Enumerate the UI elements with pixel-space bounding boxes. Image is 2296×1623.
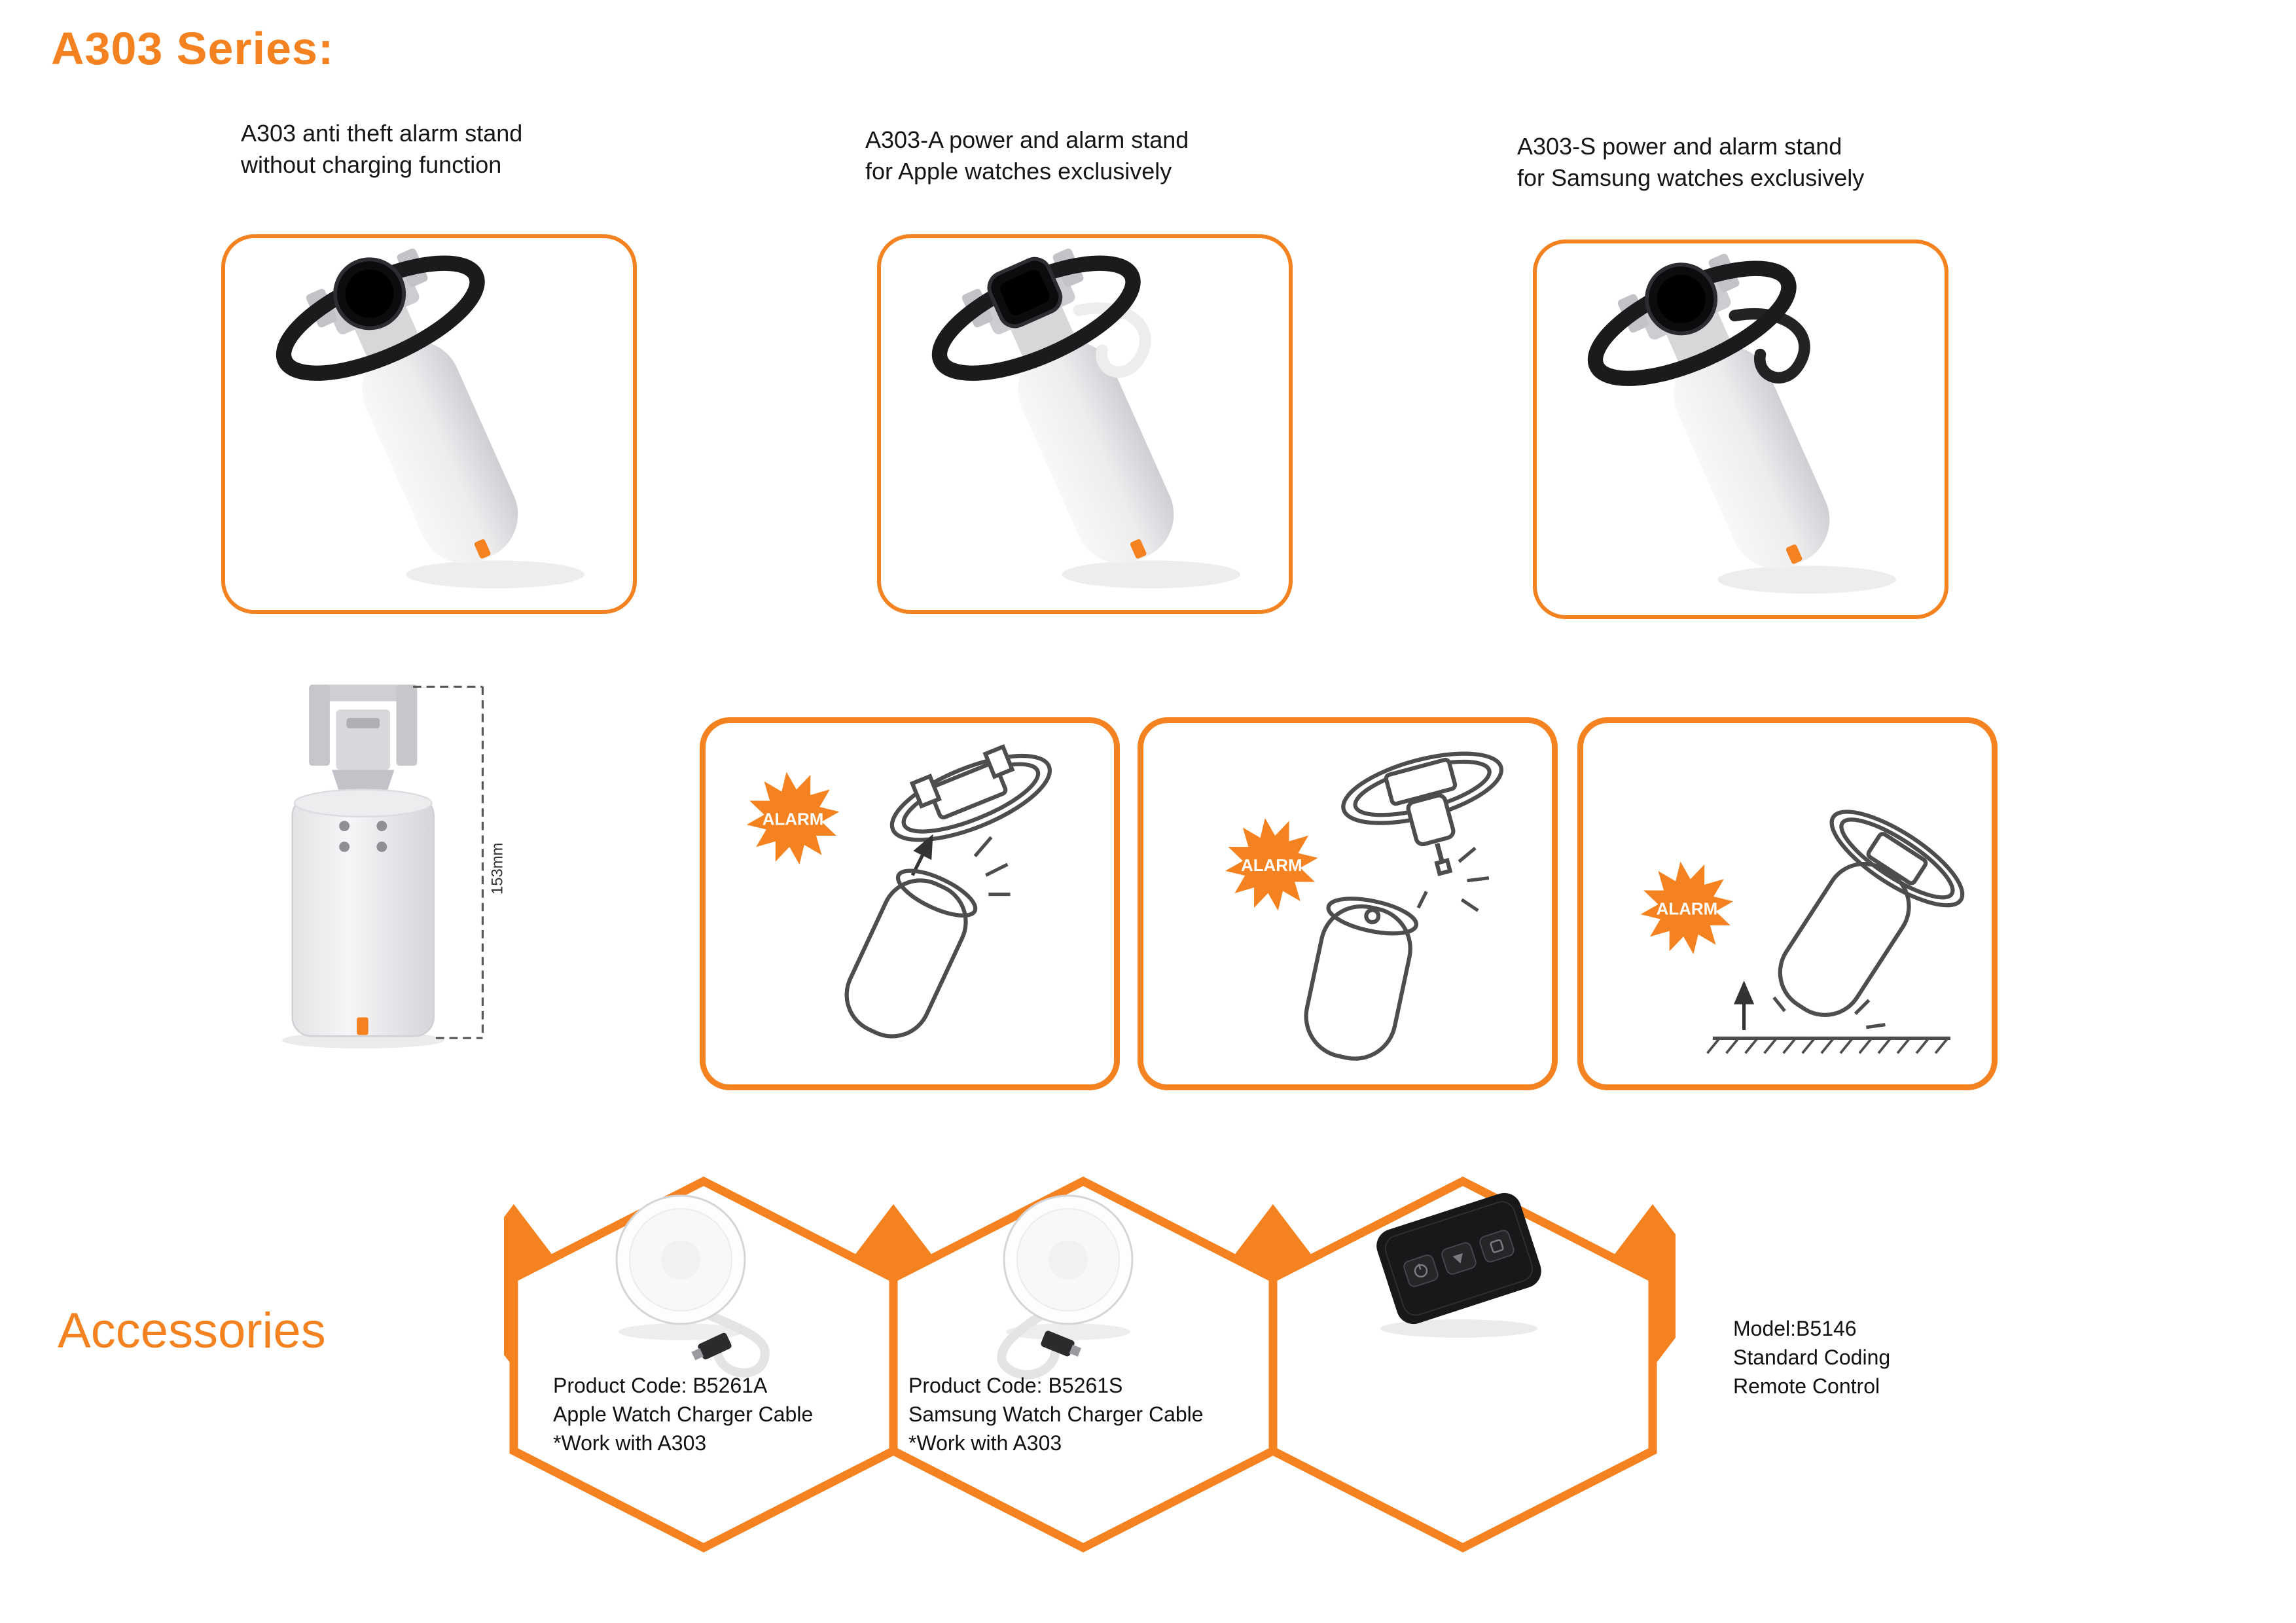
page-title: A303 Series:	[51, 23, 334, 74]
detached-head	[1341, 751, 1504, 876]
hex-panels	[509, 1176, 1657, 1553]
alarm-diagram-1: ALARM	[746, 744, 1052, 1039]
watch-screen	[1657, 274, 1706, 323]
product-caption-a303s: A303-S power and alarm stand for Samsung…	[1517, 133, 1865, 191]
clamp-right-plate	[396, 685, 418, 766]
cylinder-body	[362, 340, 518, 564]
watch-screen	[1000, 270, 1050, 315]
alarm-box-plug-pulled: ALARM	[1138, 717, 1558, 1090]
spark-lines	[1416, 846, 1490, 912]
accessory-text-samsung-cable: Product Code: B5261S Samsung Watch Charg…	[908, 1374, 1204, 1455]
hex-panel-remote	[1268, 1176, 1657, 1553]
product-card-a303a	[877, 234, 1293, 614]
screw-hole	[339, 841, 350, 852]
detached-head	[889, 744, 1052, 842]
spark-lines	[973, 836, 1011, 897]
clamp-slot	[346, 717, 380, 728]
separated-body	[1304, 897, 1419, 1061]
apple-charger-photo	[615, 1194, 770, 1378]
remote-control-photo	[1376, 1192, 1541, 1338]
product-card-a303	[221, 234, 637, 614]
stand-body-group	[276, 248, 518, 564]
product-card-a303s	[1533, 240, 1948, 619]
alarm-star: ALARM	[1640, 861, 1734, 954]
arm-icon	[1452, 1253, 1463, 1264]
cylinder-top	[293, 789, 433, 818]
separated-body	[844, 868, 978, 1039]
screw-hole	[376, 821, 387, 832]
tilted-stand	[1778, 810, 1965, 1017]
stand-body-group	[931, 248, 1174, 564]
cylinder-body	[1018, 340, 1174, 564]
disarm-button	[1479, 1230, 1515, 1262]
alarm-star: ALARM	[746, 772, 840, 865]
accessory-text-apple-cable: Product Code: B5261A Apple Watch Charger…	[553, 1374, 814, 1455]
charger-cable	[691, 1304, 770, 1378]
alarm-diagram-3: ALARM	[1640, 810, 1965, 1054]
hex-band-svg	[504, 1176, 1676, 1553]
clamp-left-plate	[309, 685, 330, 766]
product-caption-a303: A303 anti theft alarm stand without char…	[241, 120, 523, 178]
alarm-label: ALARM	[1657, 901, 1718, 919]
alarm-label: ALARM	[762, 811, 824, 829]
front-view-svg: 153mm	[281, 685, 507, 1049]
screw-hole	[376, 841, 387, 852]
stand-neck	[332, 770, 395, 795]
alarm-diagram-2: ALARM	[1225, 751, 1504, 1061]
alarm-box-head-removed: ALARM	[700, 717, 1120, 1090]
accessories-band	[504, 1175, 1676, 1554]
remote-body	[1376, 1192, 1541, 1325]
alarm-led	[1130, 539, 1147, 559]
ground-hatching	[1706, 1037, 1949, 1054]
stand-shadow	[406, 560, 585, 589]
watch-screen	[345, 269, 394, 318]
stand-render-a303a	[931, 248, 1241, 589]
usb-connector	[691, 1332, 732, 1361]
dimension-line	[412, 685, 484, 1039]
power-button	[1403, 1255, 1439, 1287]
product-caption-a303a: A303-A power and alarm stand for Apple w…	[865, 126, 1189, 185]
pull-arrow	[910, 834, 933, 876]
alarm-led	[1785, 544, 1803, 564]
alarm-star: ALARM	[1225, 818, 1318, 911]
stand-render-a303	[276, 248, 585, 589]
alarm-led	[474, 539, 491, 559]
accessories-title: Accessories	[58, 1303, 326, 1359]
alarm-label: ALARM	[1241, 857, 1302, 875]
spark-lines	[1772, 996, 1886, 1029]
remote-buttons	[1403, 1230, 1515, 1287]
stand-render-a303s	[1587, 253, 1897, 594]
clamp-top-bar	[313, 685, 413, 702]
front-view-photo: 153mm	[249, 674, 519, 1080]
accessory-text-remote: Model:B5146 Standard Coding Remote Contr…	[1733, 1317, 1891, 1399]
stand-shadow	[1717, 565, 1897, 594]
charger-cable	[997, 1304, 1060, 1380]
alarm-box-lifted: ALARM	[1577, 717, 1998, 1090]
stand-shadow	[1062, 560, 1241, 589]
alarm-led	[357, 1017, 368, 1035]
samsung-charger-photo	[997, 1194, 1134, 1380]
screw-hole	[339, 821, 350, 832]
cylinder-body	[1674, 346, 1830, 569]
disarm-icon	[1490, 1239, 1504, 1253]
usb-connector	[1041, 1330, 1082, 1357]
stand-body-group	[1587, 253, 1830, 569]
front-view-stand	[291, 685, 435, 1037]
dimension-label: 153mm	[489, 843, 507, 895]
cylinder-body	[291, 796, 435, 1037]
